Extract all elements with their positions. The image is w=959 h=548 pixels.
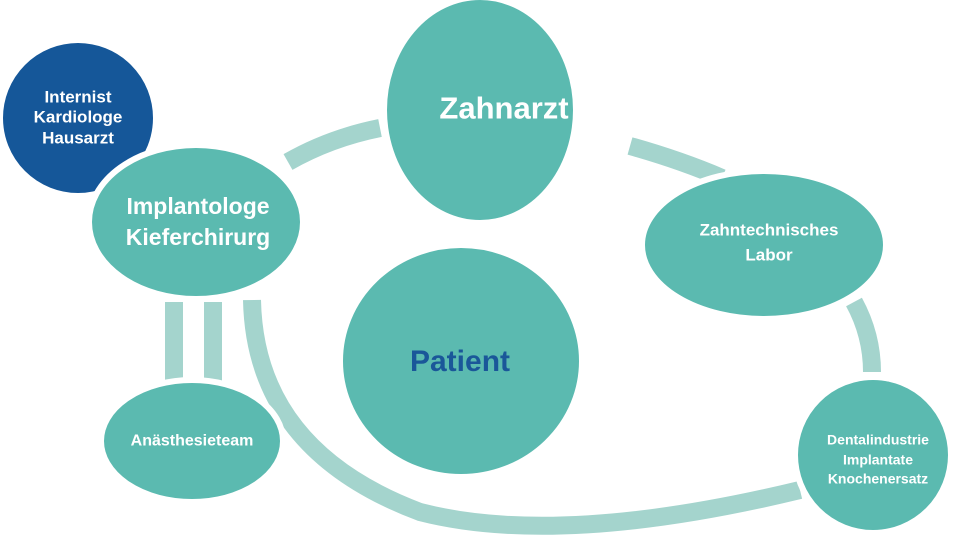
node-dental-line: Knochenersatz (827, 470, 929, 487)
node-dental: Dentalindustrie Implantate Knochenersatz (827, 431, 929, 490)
connector-implantologe-dental (243, 299, 803, 535)
node-implantologe: Implantologe Kieferchirurg (126, 191, 270, 253)
node-labor-shape (639, 168, 889, 322)
node-internist-line: Kardiologe (33, 107, 123, 127)
node-internist-shape (0, 37, 159, 199)
connector-labor-dental (846, 297, 881, 373)
node-internist-line: Internist (44, 87, 112, 107)
node-dental-line: Implantate (842, 451, 913, 468)
node-patient: Patient (409, 345, 511, 378)
node-zahnarzt-shape (381, 0, 579, 226)
connector-implantologe-zahnarzt (283, 119, 382, 170)
node-labor-line: Zahntechnisches (699, 220, 839, 240)
node-labor-line: Labor (745, 245, 793, 264)
node-anaesthesie: Anästhesieteam (130, 432, 254, 450)
node-implantologe-line: Kieferchirurg (125, 224, 271, 250)
node-internist: Internist Kardiologe Hausarzt (34, 87, 123, 148)
node-dental-line: Dentalindustrie (827, 431, 929, 448)
node-implantologe-line: Implantologe (126, 192, 270, 219)
node-implantologe-shape (86, 142, 306, 302)
node-internist-line: Hausarzt (42, 128, 114, 148)
node-zahnarzt: Zahnarzt (439, 90, 569, 126)
node-labor: Zahntechnisches Labor (700, 218, 839, 267)
node-dental-shape (792, 374, 954, 536)
node-anaesthesie-shape (98, 377, 286, 505)
node-patient-shape (337, 242, 585, 480)
connector-zahnarzt-labor (627, 137, 726, 187)
